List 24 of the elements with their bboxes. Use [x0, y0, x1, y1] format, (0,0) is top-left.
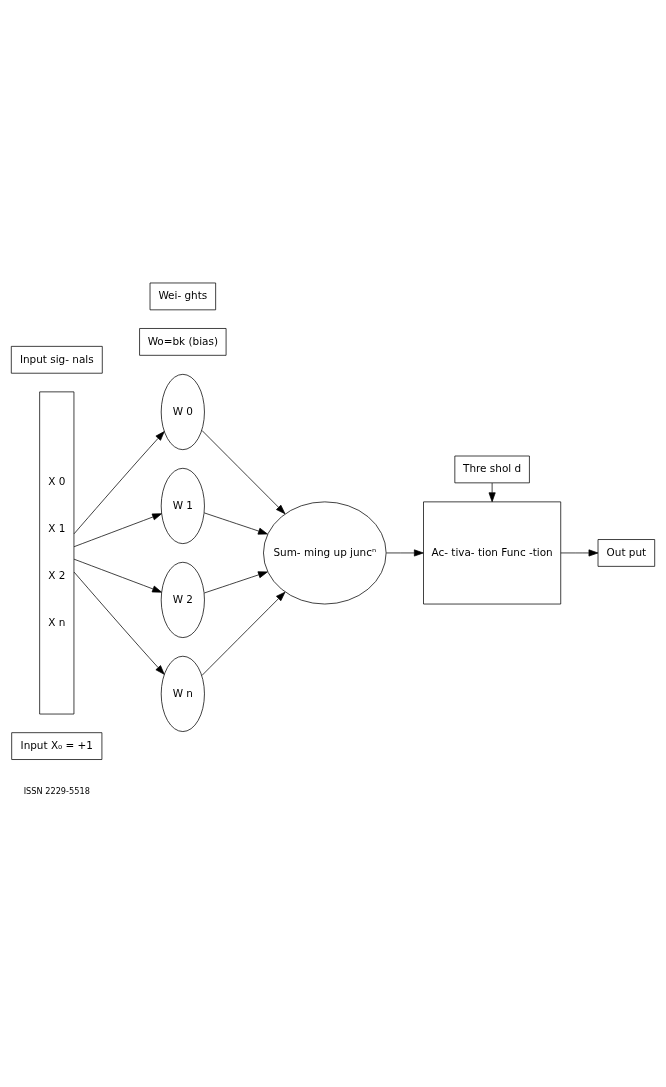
- node-box: Input sig- nals: [10, 345, 103, 374]
- node-ellipse: W n: [160, 655, 205, 732]
- arrow: [201, 591, 286, 676]
- node-ellipse: W 2: [160, 561, 205, 638]
- arrow: [73, 512, 162, 547]
- arrow: [73, 558, 162, 593]
- node-box: Out put: [597, 538, 656, 567]
- node-ellipse: W 0: [160, 373, 205, 450]
- arrow: [201, 429, 286, 514]
- node-box: Input X₀ = +1: [11, 731, 103, 760]
- node-box: Thre shol d: [454, 455, 530, 483]
- arrow: [73, 430, 165, 534]
- arrow: [560, 548, 599, 556]
- node-box: Wo=bk (bias): [139, 327, 227, 356]
- arrow: [203, 512, 268, 534]
- arrow: [73, 571, 165, 675]
- node-box: X 0 X 1 X 2 X n: [39, 391, 75, 714]
- node-ellipse: W 1: [160, 467, 205, 544]
- label: ISSN 2229-5518: [23, 785, 90, 796]
- arrow: [488, 482, 496, 502]
- arrow: [203, 570, 268, 593]
- node-box: Ac- tiva- tion Func -tion: [423, 501, 562, 604]
- arrow: [385, 548, 424, 556]
- node-box: Wei- ghts: [149, 282, 216, 310]
